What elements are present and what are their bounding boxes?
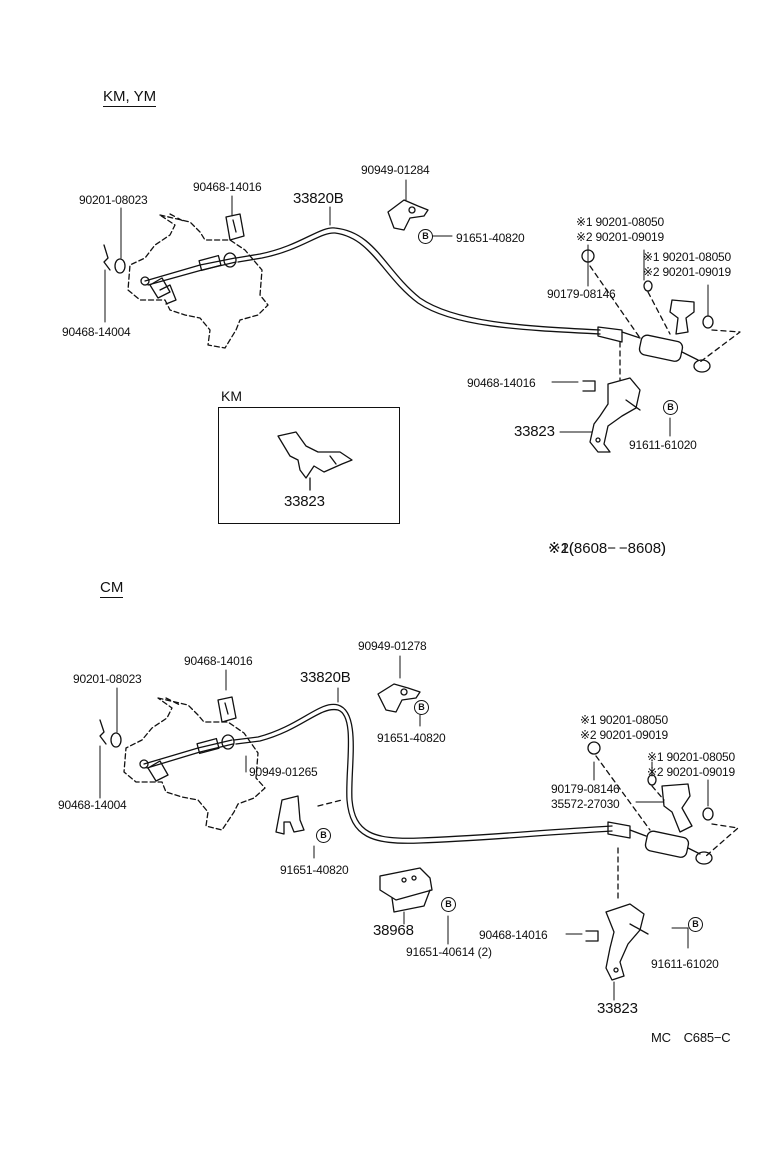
top-part-33823: 33823 bbox=[514, 423, 555, 440]
diagram-code: MC C685−C bbox=[651, 1030, 731, 1045]
top-washer-90201-08023 bbox=[114, 258, 126, 274]
top-leaders bbox=[104, 179, 709, 437]
bottom-clip-90468-14016 bbox=[585, 930, 599, 942]
note-2: ※2(8608− ) bbox=[548, 540, 667, 557]
bottom-part-91651-40820-b: 91651-40820 bbox=[280, 863, 349, 877]
bottom-part-90949-01278: 90949-01278 bbox=[358, 639, 427, 653]
top-part-90179-08146: 90179-08146 bbox=[547, 287, 616, 301]
note-1: ※1( −8608) bbox=[548, 540, 667, 557]
bottom-bracket-38968 bbox=[379, 867, 433, 913]
top-part-s1-90201-08050: ※1 90201-08050 bbox=[576, 215, 664, 229]
bolt-mark-icon: B bbox=[688, 917, 703, 932]
bolt-mark-icon: B bbox=[414, 700, 429, 715]
top-cable bbox=[235, 227, 711, 373]
inset-bracket-33823 bbox=[277, 431, 353, 491]
bottom-part-35572-27030: 35572-27030 bbox=[551, 797, 620, 811]
bottom-part-s2-90201-09019: ※2 90201-09019 bbox=[580, 728, 668, 742]
top-lever-rod bbox=[144, 252, 237, 286]
bottom-clip-90468-14004 bbox=[99, 719, 107, 745]
bottom-part-90468-14016-b: 90468-14016 bbox=[479, 928, 548, 942]
top-clip-90468-14016 bbox=[582, 380, 596, 392]
top-part-91651-40820: 91651-40820 bbox=[456, 231, 525, 245]
top-part-s1-90201-08050-b: ※1 90201-08050 bbox=[643, 250, 731, 264]
bottom-part-38968: 38968 bbox=[373, 922, 414, 939]
bottom-part-s1-90201-08050-b: ※1 90201-08050 bbox=[647, 750, 735, 764]
bottom-washer-90201-08023 bbox=[110, 732, 122, 748]
bolt-mark-icon: B bbox=[441, 897, 456, 912]
top-part-91611-61020: 91611-61020 bbox=[629, 438, 697, 452]
bottom-part-33823: 33823 bbox=[597, 1000, 638, 1017]
bottom-dashed-guides bbox=[165, 697, 739, 901]
top-bracket-33823 bbox=[589, 377, 641, 453]
inset-part-33823: 33823 bbox=[284, 493, 325, 510]
top-part-90201-08023: 90201-08023 bbox=[79, 193, 148, 207]
bottom-lever-rod bbox=[143, 734, 235, 769]
bottom-bracket-90949-01278 bbox=[377, 683, 421, 713]
section-header-cm: CM bbox=[100, 579, 124, 598]
inset-box bbox=[218, 407, 400, 524]
bottom-part-91611-61020: 91611-61020 bbox=[651, 957, 719, 971]
top-part-s2-90201-09019: ※2 90201-09019 bbox=[576, 230, 664, 244]
bottom-part-33820b: 33820B bbox=[300, 669, 351, 686]
top-part-90468-14004: 90468-14004 bbox=[62, 325, 131, 339]
bottom-part-91651-40820: 91651-40820 bbox=[377, 731, 446, 745]
bolt-mark-icon: B bbox=[663, 400, 678, 415]
top-dashed-guides bbox=[169, 213, 741, 381]
section-header-km-ym: KM, YM bbox=[103, 88, 157, 107]
bottom-right-fasteners bbox=[587, 741, 714, 833]
top-clip-90468-14004 bbox=[103, 244, 111, 271]
inset-header-km: KM bbox=[221, 388, 242, 404]
bolt-mark-icon: B bbox=[418, 229, 433, 244]
top-cable-clip bbox=[225, 213, 245, 241]
top-part-90468-14016-b: 90468-14016 bbox=[467, 376, 536, 390]
top-part-33820b: 33820B bbox=[293, 190, 344, 207]
bottom-part-90468-14016: 90468-14016 bbox=[184, 654, 253, 668]
bottom-cable bbox=[233, 703, 713, 865]
bottom-part-s1-90201-08050: ※1 90201-08050 bbox=[580, 713, 668, 727]
top-part-90949-01284: 90949-01284 bbox=[361, 163, 430, 177]
bottom-bracket-33823 bbox=[605, 903, 649, 981]
bottom-part-90179-08146: 90179-08146 bbox=[551, 782, 620, 796]
bottom-lever-bracket bbox=[123, 697, 266, 831]
bottom-part-s2-90201-09019-b: ※2 90201-09019 bbox=[647, 765, 735, 779]
bottom-cable-clip bbox=[217, 696, 237, 723]
bottom-part-90949-01265: 90949-01265 bbox=[249, 765, 318, 779]
bottom-part-90468-14004: 90468-14004 bbox=[58, 798, 127, 812]
top-part-90468-14016: 90468-14016 bbox=[193, 180, 262, 194]
bottom-part-91651-40614: 91651-40614 (2) bbox=[406, 945, 492, 959]
bolt-mark-icon: B bbox=[316, 828, 331, 843]
top-part-s2-90201-09019-b: ※2 90201-09019 bbox=[643, 265, 731, 279]
top-lever-bracket bbox=[127, 214, 269, 349]
bottom-bracket-90949-01265 bbox=[275, 795, 305, 835]
top-bracket-90949 bbox=[387, 199, 429, 231]
bottom-part-90201-08023: 90201-08023 bbox=[73, 672, 142, 686]
